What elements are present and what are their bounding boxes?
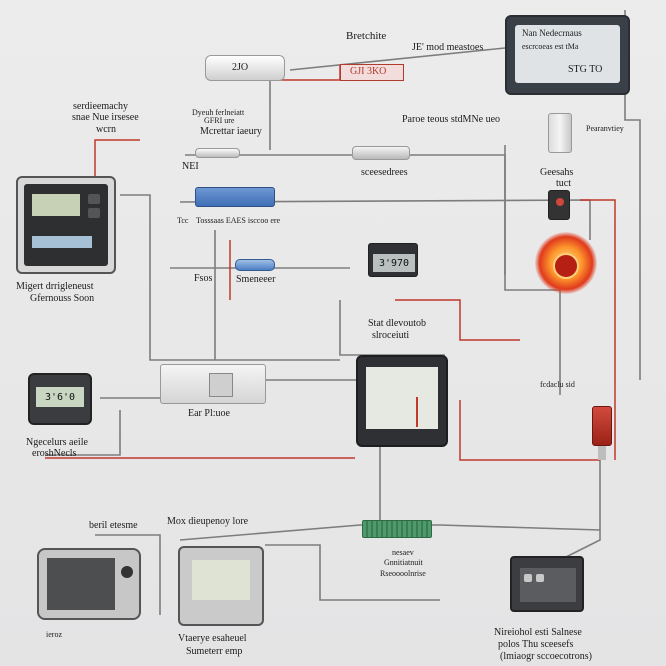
wire-center-long-1: [185, 154, 506, 275]
center-meter: 3'970: [368, 243, 418, 277]
red-wire-right-loop: [580, 199, 616, 460]
bottom-left-monitor-knob[interactable]: [121, 566, 133, 578]
wire-right-down: [559, 455, 601, 561]
wire-bottom-left: [95, 534, 161, 615]
pipe-label: sceesedrees: [361, 167, 408, 178]
top-heading: Bretchite: [346, 30, 387, 42]
sensor-device: [548, 190, 570, 220]
bottom-right-label-1: Nireiohol esti Salnese: [494, 627, 582, 638]
fuse-component: [235, 259, 275, 271]
bottom-left-label: beril etesme: [89, 520, 138, 531]
small-meter-label-2: eroshNecls: [32, 448, 77, 459]
right-mid-caption: Paroe teous stdMNe ueo: [402, 114, 501, 125]
blue-bar-caption: Tosssaas EAES isccoo ere: [196, 216, 281, 225]
bottom-left-monitor-screen: [47, 558, 115, 610]
middle-box-label: Ear Pl:uoe: [188, 408, 230, 419]
right-clamp-component: [548, 113, 572, 153]
tiny-box-label: fcdaclu sid: [540, 380, 575, 389]
red-code-text: GJI 3KO: [350, 66, 387, 77]
center-meter-display: 3'970: [373, 254, 415, 272]
center-right-label-2: slroceiuti: [372, 330, 410, 341]
top-right-monitor-title: Nan Nedecrnaus: [522, 28, 582, 38]
left-lcd-screen: [32, 194, 80, 216]
middle-box-module: [160, 364, 266, 404]
wire-top-tube-to-monitor: [289, 47, 506, 71]
center-analyzer-monitor: [356, 355, 448, 447]
red-wire-right-box: [459, 400, 600, 461]
left-top-label-2: snae Nue irsesee: [72, 112, 139, 123]
small-meter-display: 3'6'0: [36, 387, 84, 407]
bottom-right-device-panel: [520, 568, 576, 602]
center-analyzer-screen: [366, 367, 438, 429]
wire-mid-horizontal: [100, 379, 360, 399]
top-right-monitor: [505, 15, 630, 95]
fuse-label: Fsos: [194, 273, 213, 284]
left-top-label-3: wcrn: [96, 124, 116, 135]
red-wire-left: [94, 139, 140, 180]
left-lcd-button-2[interactable]: [88, 208, 100, 218]
red-wire-mid: [395, 299, 520, 341]
pipe-connector: [352, 146, 410, 160]
bottom-center-label-3: Sumeterr emp: [186, 646, 243, 657]
blue-bar-left: Tcc: [177, 216, 189, 225]
blue-bar-component: [195, 187, 275, 207]
small-ref: ieroz: [46, 630, 62, 639]
bottom-right-device: [510, 556, 584, 612]
center-right-label-1: Stat dlevoutob: [368, 318, 427, 329]
alarm-core: [553, 253, 579, 279]
top-subheading: JE' mod meastoes: [412, 42, 484, 53]
right-indicator-stem: [598, 446, 606, 460]
left-lcd-panel: [24, 184, 108, 266]
center-top-label-2: GFRI ure: [204, 116, 235, 125]
left-lcd-label-1: Migert drrigleneust: [16, 281, 94, 292]
sensor-led: [556, 198, 564, 206]
bottom-center-monitor: [178, 546, 264, 626]
bottom-right-button-2[interactable]: [536, 574, 544, 582]
pcb-label-2: Gnnitiatnuit: [384, 558, 423, 567]
bottom-left-monitor: [37, 548, 141, 620]
bottom-center-monitor-screen: [192, 560, 250, 600]
wire-right-vertical: [504, 145, 561, 395]
right-clamp-label: Pearanvtiey: [586, 124, 624, 133]
middle-box-window: [209, 373, 233, 397]
top-tube-component: [205, 55, 285, 81]
bottom-right-label-3: (lmiaogr sccoecotrons): [500, 651, 592, 662]
top-right-monitor-subtitle: escrcoeas est tMa: [522, 42, 579, 51]
left-lcd-label-2: Gfernouss Soon: [30, 293, 95, 304]
pcb-connector: [362, 520, 432, 538]
center-analyzer-graph-line: [416, 397, 418, 427]
pcb-label-3: Rseoooolnrise: [380, 569, 426, 578]
wire-left-top-loop: [120, 194, 340, 361]
bottom-center-label-2: Vtaerye esaheuel: [178, 633, 247, 644]
small-left-meter: 3'6'0: [28, 373, 92, 425]
mid-arrow-left: NEI: [182, 161, 199, 172]
red-code-box: [340, 64, 404, 81]
center-top-label-3: Mcrettar iaeury: [200, 126, 262, 137]
wire-left-mid: [45, 410, 121, 456]
sensor-label-1: Geesahs: [540, 167, 574, 178]
wire-bottom-cent: [265, 544, 440, 601]
small-meter-label-1: Ngecelurs aeile: [26, 437, 88, 448]
center-top-tube: [195, 148, 240, 158]
left-lcd-device: [16, 176, 116, 274]
left-lcd-strip: [32, 236, 92, 248]
right-red-indicator: [592, 406, 612, 446]
bottom-center-label-1: Mox dieupenoy lore: [167, 516, 249, 527]
fuse-right-label: Smeneeer: [236, 274, 276, 285]
top-right-monitor-screen: [515, 25, 620, 83]
pcb-label-1: nesaev: [392, 548, 414, 557]
sensor-label-2: tuct: [556, 178, 571, 189]
left-top-label-1: serdieemachy: [73, 101, 128, 112]
bottom-right-button-1[interactable]: [524, 574, 532, 582]
left-lcd-button-1[interactable]: [88, 194, 100, 204]
tube-value-text: 2JO: [232, 62, 249, 73]
top-right-monitor-value: STG TO: [568, 64, 603, 75]
center-top-label-1: Dyeuh ferlneiatt: [192, 108, 245, 117]
bottom-right-label-2: polos Thu sceesefs: [498, 639, 574, 650]
